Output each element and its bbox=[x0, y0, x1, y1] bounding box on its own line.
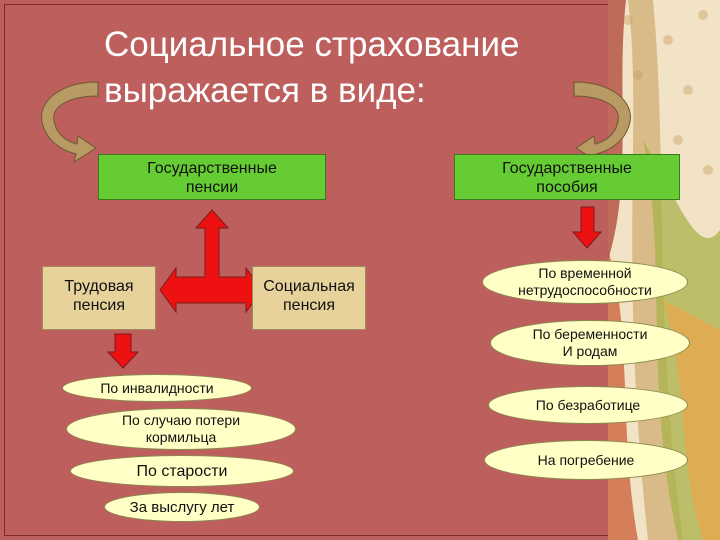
pension-item-label: По случаю потери bbox=[121, 412, 241, 428]
pension-item-disability: По инвалидности bbox=[62, 374, 252, 402]
benefit-item-label: По безработице bbox=[535, 396, 641, 413]
benefit-item-label: По временной bbox=[538, 265, 632, 281]
state-benefits-label-1: Государственные bbox=[502, 160, 632, 177]
state-pensions-box: Государственные пенсии bbox=[98, 154, 326, 200]
labor-pension-box: Трудовая пенсия bbox=[42, 266, 156, 330]
benefit-item-label: нетрудоспособности bbox=[518, 282, 652, 298]
benefit-item-maternity: По беременности И родам bbox=[490, 320, 690, 366]
social-pension-label-1: Социальная bbox=[263, 278, 355, 295]
title-line-1: Социальное страхование bbox=[104, 25, 520, 64]
social-pension-box: Социальная пенсия bbox=[252, 266, 366, 330]
curved-arrow-left-icon bbox=[41, 81, 99, 164]
benefit-item-label: По беременности bbox=[532, 326, 648, 342]
pension-item-label: За выслугу лет bbox=[129, 498, 235, 516]
title-line-2: выражается в виде: bbox=[104, 71, 426, 110]
labor-pension-label-2: пенсия bbox=[73, 297, 125, 314]
state-pensions-label-1: Государственные bbox=[147, 160, 277, 177]
pension-item-label: По инвалидности bbox=[100, 379, 214, 396]
pension-item-old-age: По старости bbox=[70, 455, 294, 487]
social-pension-label-2: пенсия bbox=[283, 297, 335, 314]
state-pensions-label-2: пенсии bbox=[185, 179, 239, 196]
benefit-item-funeral: На погребение bbox=[484, 440, 688, 480]
pension-item-label: кормильца bbox=[145, 429, 217, 445]
benefit-item-label: И родам bbox=[562, 343, 618, 359]
down-arrow-pensions-icon bbox=[106, 333, 140, 369]
benefit-item-label: На погребение bbox=[537, 451, 635, 468]
pension-item-breadwinner-loss: По случаю потери кормильца bbox=[66, 408, 296, 450]
down-arrow-benefits-icon bbox=[571, 206, 603, 249]
pension-item-long-service: За выслугу лет bbox=[104, 492, 260, 522]
state-benefits-label-2: пособия bbox=[536, 179, 598, 196]
pension-item-label: По старости bbox=[136, 462, 228, 480]
triple-arrow-icon bbox=[159, 209, 263, 314]
benefit-item-unemployment: По безработице bbox=[488, 386, 688, 424]
state-benefits-box: Государственные пособия bbox=[454, 154, 680, 200]
labor-pension-label-1: Трудовая bbox=[64, 278, 134, 295]
benefit-item-temporary-disability: По временной нетрудоспособности bbox=[482, 260, 688, 304]
slide-title: Социальное страхование выражается в виде… bbox=[104, 22, 574, 114]
curved-arrow-right-icon bbox=[573, 81, 631, 164]
